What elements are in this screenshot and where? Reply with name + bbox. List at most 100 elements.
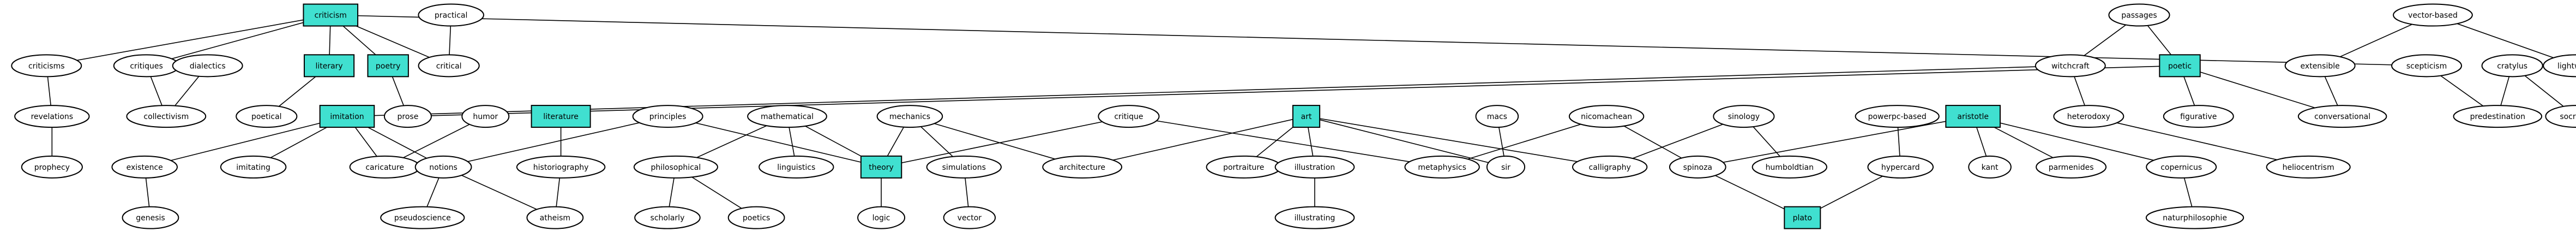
node-ellipse-critical (418, 54, 480, 78)
node-label: practical (435, 11, 467, 20)
node-label: simulations (942, 163, 986, 172)
node-label: mechanics (889, 112, 930, 121)
node-historiography: historiography (516, 155, 606, 179)
node-macs: macs (1475, 105, 1519, 128)
node-theory: theory (860, 155, 902, 179)
node-poetical: poetical (236, 105, 298, 128)
node-box-poetic (2159, 54, 2201, 78)
node-ellipse-predestination (2453, 105, 2543, 128)
node-ellipse-prophecy (21, 155, 83, 179)
node-label: sinology (1728, 112, 1760, 121)
node-ellipse-witchcraft (2035, 54, 2106, 78)
node-collectivism: collectivism (126, 105, 207, 128)
edge-principles-notions (443, 116, 668, 168)
node-heliocentrism: heliocentrism (2266, 155, 2351, 179)
node-ellipse-kant (1968, 155, 2012, 179)
node-scepticism: scepticism (2391, 54, 2463, 78)
node-label: lightwave (2557, 62, 2576, 70)
node-label: caricature (365, 163, 404, 172)
node-vector: vector (943, 206, 996, 229)
node-art: art (1292, 105, 1321, 128)
node-ellipse-metaphysics (1404, 155, 1480, 179)
node-ellipse-dialectics (172, 54, 243, 78)
node-ellipse-scholarly (634, 206, 701, 229)
node-label: prose (398, 112, 419, 121)
node-ellipse-humboldtian (1752, 155, 1828, 179)
node-ellipse-historiography (516, 155, 606, 179)
node-label: principles (649, 112, 687, 121)
edge-heterodoxy-heliocentrism (2089, 116, 2309, 168)
node-revelations: revelations (14, 105, 90, 128)
edge-critique-metaphysics (1128, 116, 1442, 168)
node-calligraphy: calligraphy (1572, 155, 1648, 179)
node-label: genesis (136, 214, 165, 223)
node-label: nicomachean (1581, 112, 1632, 121)
node-ellipse-parmenides (2036, 155, 2107, 179)
node-label: predestination (2470, 112, 2525, 121)
edge-criticism-criticisms (46, 14, 331, 67)
node-label: linguistics (777, 163, 815, 172)
node-logic: logic (857, 206, 906, 229)
edge-aristotle-copernicus (1972, 116, 2182, 168)
node-simulations: simulations (926, 155, 1002, 179)
node-label: architecture (1059, 163, 1105, 172)
node-prophecy: prophecy (21, 155, 83, 179)
node-label: collectivism (143, 112, 189, 121)
node-illustrating: illustrating (1274, 206, 1355, 229)
node-plato: plato (1784, 206, 1821, 229)
edge-criticism-critiques (146, 14, 331, 67)
node-box-aristotle (1945, 105, 2001, 128)
node-label: hypercard (1881, 163, 1920, 172)
node-ellipse-vector (943, 206, 996, 229)
node-ellipse-genesis (122, 206, 179, 229)
node-label: heliocentrism (2283, 163, 2334, 172)
node-label: poetry (376, 62, 401, 70)
edge-imitation-existence (145, 116, 347, 168)
node-ellipse-copernicus (2146, 155, 2217, 179)
node-ellipse-illustration (1274, 155, 1355, 179)
node-imitation: imitation (319, 105, 375, 128)
node-linguistics: linguistics (759, 155, 834, 179)
node-label: spinoza (1683, 163, 1712, 172)
node-portraiture: portraiture (1206, 155, 1281, 179)
node-label: revelations (31, 112, 74, 121)
node-label: plato (1793, 214, 1812, 223)
node-ellipse-extensible (2284, 54, 2356, 78)
node-label: historiography (533, 163, 589, 172)
node-label: critical (436, 62, 462, 70)
node-principles: principles (632, 105, 703, 128)
node-ellipse-calligraphy (1572, 155, 1648, 179)
node-label: poetics (743, 214, 770, 223)
node-label: portraiture (1223, 163, 1264, 172)
node-mechanics: mechanics (876, 105, 943, 128)
node-literary: literary (303, 54, 355, 78)
node-figurative: figurative (2163, 105, 2234, 128)
node-box-literary (303, 54, 355, 78)
node-ellipse-passages (2108, 3, 2170, 27)
node-ellipse-architecture (1042, 155, 1123, 179)
node-label: art (1301, 112, 1312, 121)
node-cratylus: cratylus (2481, 54, 2543, 78)
node-ellipse-heterodoxy (2053, 105, 2124, 128)
node-ellipse-scepticism (2391, 54, 2463, 78)
node-label: calligraphy (1589, 163, 1631, 172)
node-box-poetry (367, 54, 409, 78)
edge-art-sir (1306, 116, 1506, 168)
node-label: poetical (251, 112, 282, 121)
node-kant: kant (1968, 155, 2012, 179)
edge-poetic-prose (407, 65, 2180, 117)
node-ellipse-conversational (2297, 105, 2387, 128)
node-label: humboldtian (1766, 163, 1814, 172)
node-box-imitation (319, 105, 375, 128)
node-ellipse-linguistics (759, 155, 834, 179)
node-box-plato (1784, 206, 1821, 229)
node-poetry: poetry (367, 54, 409, 78)
node-ellipse-macs (1475, 105, 1519, 128)
node-passages: passages (2108, 3, 2170, 27)
node-dialectics: dialectics (172, 54, 243, 78)
node-critiques: critiques (113, 54, 180, 78)
node-ellipse-spinoza (1669, 155, 1726, 179)
node-ellipse-atheism (526, 206, 584, 229)
